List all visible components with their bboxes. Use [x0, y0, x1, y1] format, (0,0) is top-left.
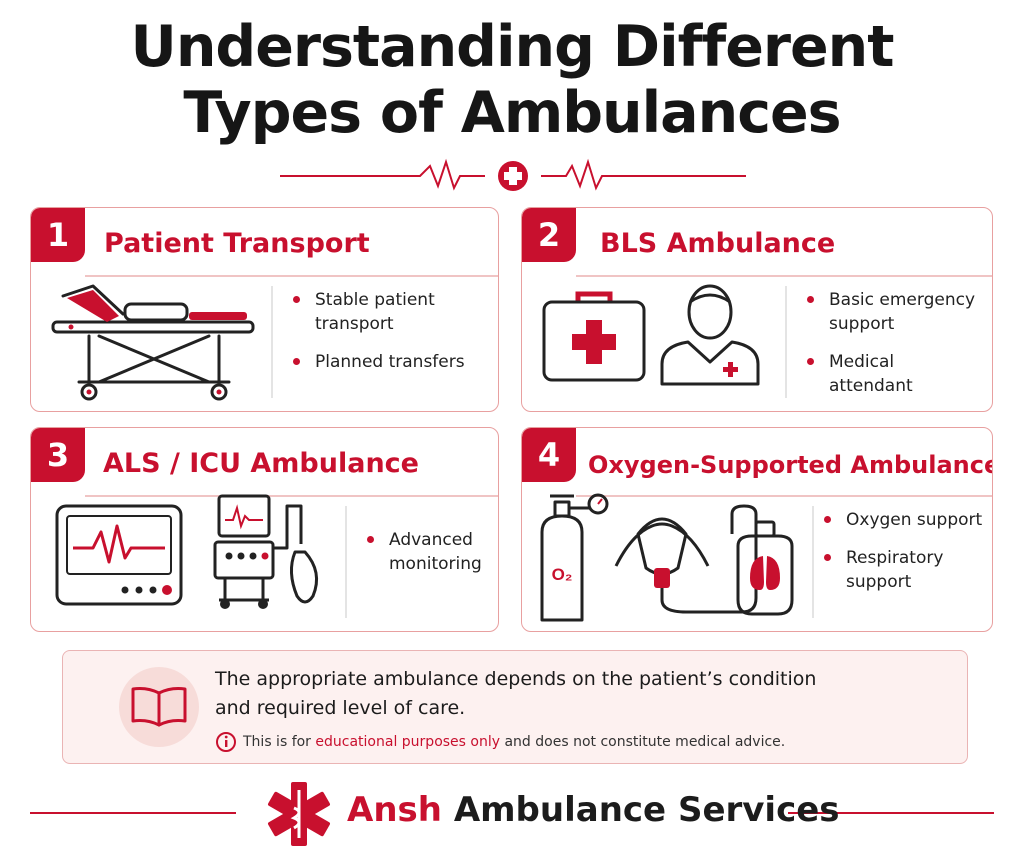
title-line-1: Understanding Different — [130, 14, 895, 80]
list-item: Stable patient transport — [287, 288, 467, 336]
disclaimer-highlight: educational purposes only — [315, 734, 501, 750]
card-bullets: Stable patient transport Planned transfe… — [287, 288, 467, 388]
card-divider — [85, 275, 498, 277]
medical-attendant-icon — [660, 284, 760, 386]
title-line-2: Types of Ambulances — [183, 80, 841, 146]
card-bullets: Basic emergency support Medical attendan… — [801, 288, 981, 411]
page-title: Understanding Different Types of Ambulan… — [0, 14, 1024, 146]
list-item: Medical attendant — [801, 350, 981, 398]
ventilator-icon — [213, 494, 319, 609]
info-icon — [216, 732, 236, 752]
footer-line-left — [30, 812, 236, 814]
star-of-life-icon — [268, 782, 330, 846]
note-message: The appropriate ambulance depends on the… — [215, 665, 816, 723]
open-book-icon — [131, 687, 187, 727]
card-title: Oxygen-Supported Ambulance — [588, 451, 993, 479]
card-separator — [271, 286, 273, 398]
lung-reservoir-icon — [736, 520, 794, 616]
card-divider — [576, 275, 992, 277]
card-divider — [576, 495, 992, 497]
oxygen-cylinder-icon: O₂ — [540, 493, 609, 622]
disclaimer: This is for educational purposes only an… — [215, 731, 785, 753]
card-number: 1 — [31, 208, 85, 262]
card-number: 3 — [31, 428, 85, 482]
brand-part-1: Ansh — [347, 790, 442, 830]
card-number: 4 — [522, 428, 576, 482]
list-item: Advanced monitoring — [361, 528, 491, 576]
card-als-icu-ambulance: 3 ALS / ICU Ambulance Advanced monitorin… — [30, 427, 499, 632]
card-number: 2 — [522, 208, 576, 262]
card-oxygen-supported-ambulance: 4 Oxygen-Supported Ambulance O₂ Oxygen s… — [521, 427, 993, 632]
footer-line-right — [788, 812, 994, 814]
list-item: Oxygen support — [818, 508, 988, 532]
note-line-1: The appropriate ambulance depends on the… — [215, 668, 817, 690]
card-bls-ambulance: 2 BLS Ambulance Basic emergency support … — [521, 207, 993, 412]
card-divider — [85, 495, 498, 497]
info-note: The appropriate ambulance depends on the… — [62, 650, 968, 764]
card-patient-transport: 1 Patient Transport Stable patient trans… — [30, 207, 499, 412]
disclaimer-pre: This is for — [243, 734, 316, 750]
card-separator — [345, 506, 347, 618]
card-title: BLS Ambulance — [600, 228, 836, 259]
o2-label: O₂ — [552, 565, 573, 584]
card-bullets: Oxygen support Respiratory support — [818, 508, 988, 608]
heart-monitor-icon — [55, 504, 183, 606]
card-separator — [812, 506, 814, 618]
disclaimer-post: and does not constitute medical advice. — [500, 734, 786, 750]
heartbeat-cross-icon — [280, 158, 746, 191]
list-item: Planned transfers — [287, 350, 467, 374]
book-badge — [119, 667, 199, 747]
brand-name: Ansh Ambulance Services — [347, 790, 840, 830]
card-separator — [785, 286, 787, 398]
card-title: ALS / ICU Ambulance — [103, 448, 419, 479]
brand-part-2: Ambulance Services — [453, 790, 840, 830]
oxygen-mask-icon — [614, 504, 758, 614]
card-bullets: Advanced monitoring — [361, 528, 491, 590]
list-item: Respiratory support — [818, 546, 988, 594]
card-title: Patient Transport — [104, 228, 370, 259]
note-line-2: and required level of care. — [215, 697, 466, 719]
list-item: Basic emergency support — [801, 288, 981, 336]
first-aid-kit-icon — [542, 291, 646, 382]
stretcher-icon — [51, 284, 255, 401]
